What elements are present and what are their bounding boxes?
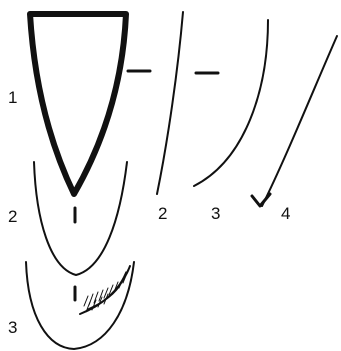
view-3-label: 3 <box>8 318 17 337</box>
side-view-4-label: 4 <box>281 204 290 223</box>
side-view-2-line <box>157 12 183 194</box>
side-view-3-label: 3 <box>211 204 220 223</box>
view-2-label: 2 <box>8 207 17 226</box>
side-view-3-curve <box>194 20 268 186</box>
view-3-u-curve <box>26 262 134 349</box>
view-1-triangle <box>30 14 126 194</box>
side-view-4-line <box>262 36 337 206</box>
side-view-3-line <box>194 20 268 186</box>
side-view-2-label: 2 <box>158 204 167 223</box>
view-3-u-outline <box>26 262 134 349</box>
view-1-triangle-outline <box>30 14 126 194</box>
view-1-label: 1 <box>8 88 17 107</box>
side-view-2-curve <box>128 12 183 194</box>
side-view-4-hook <box>252 194 270 206</box>
